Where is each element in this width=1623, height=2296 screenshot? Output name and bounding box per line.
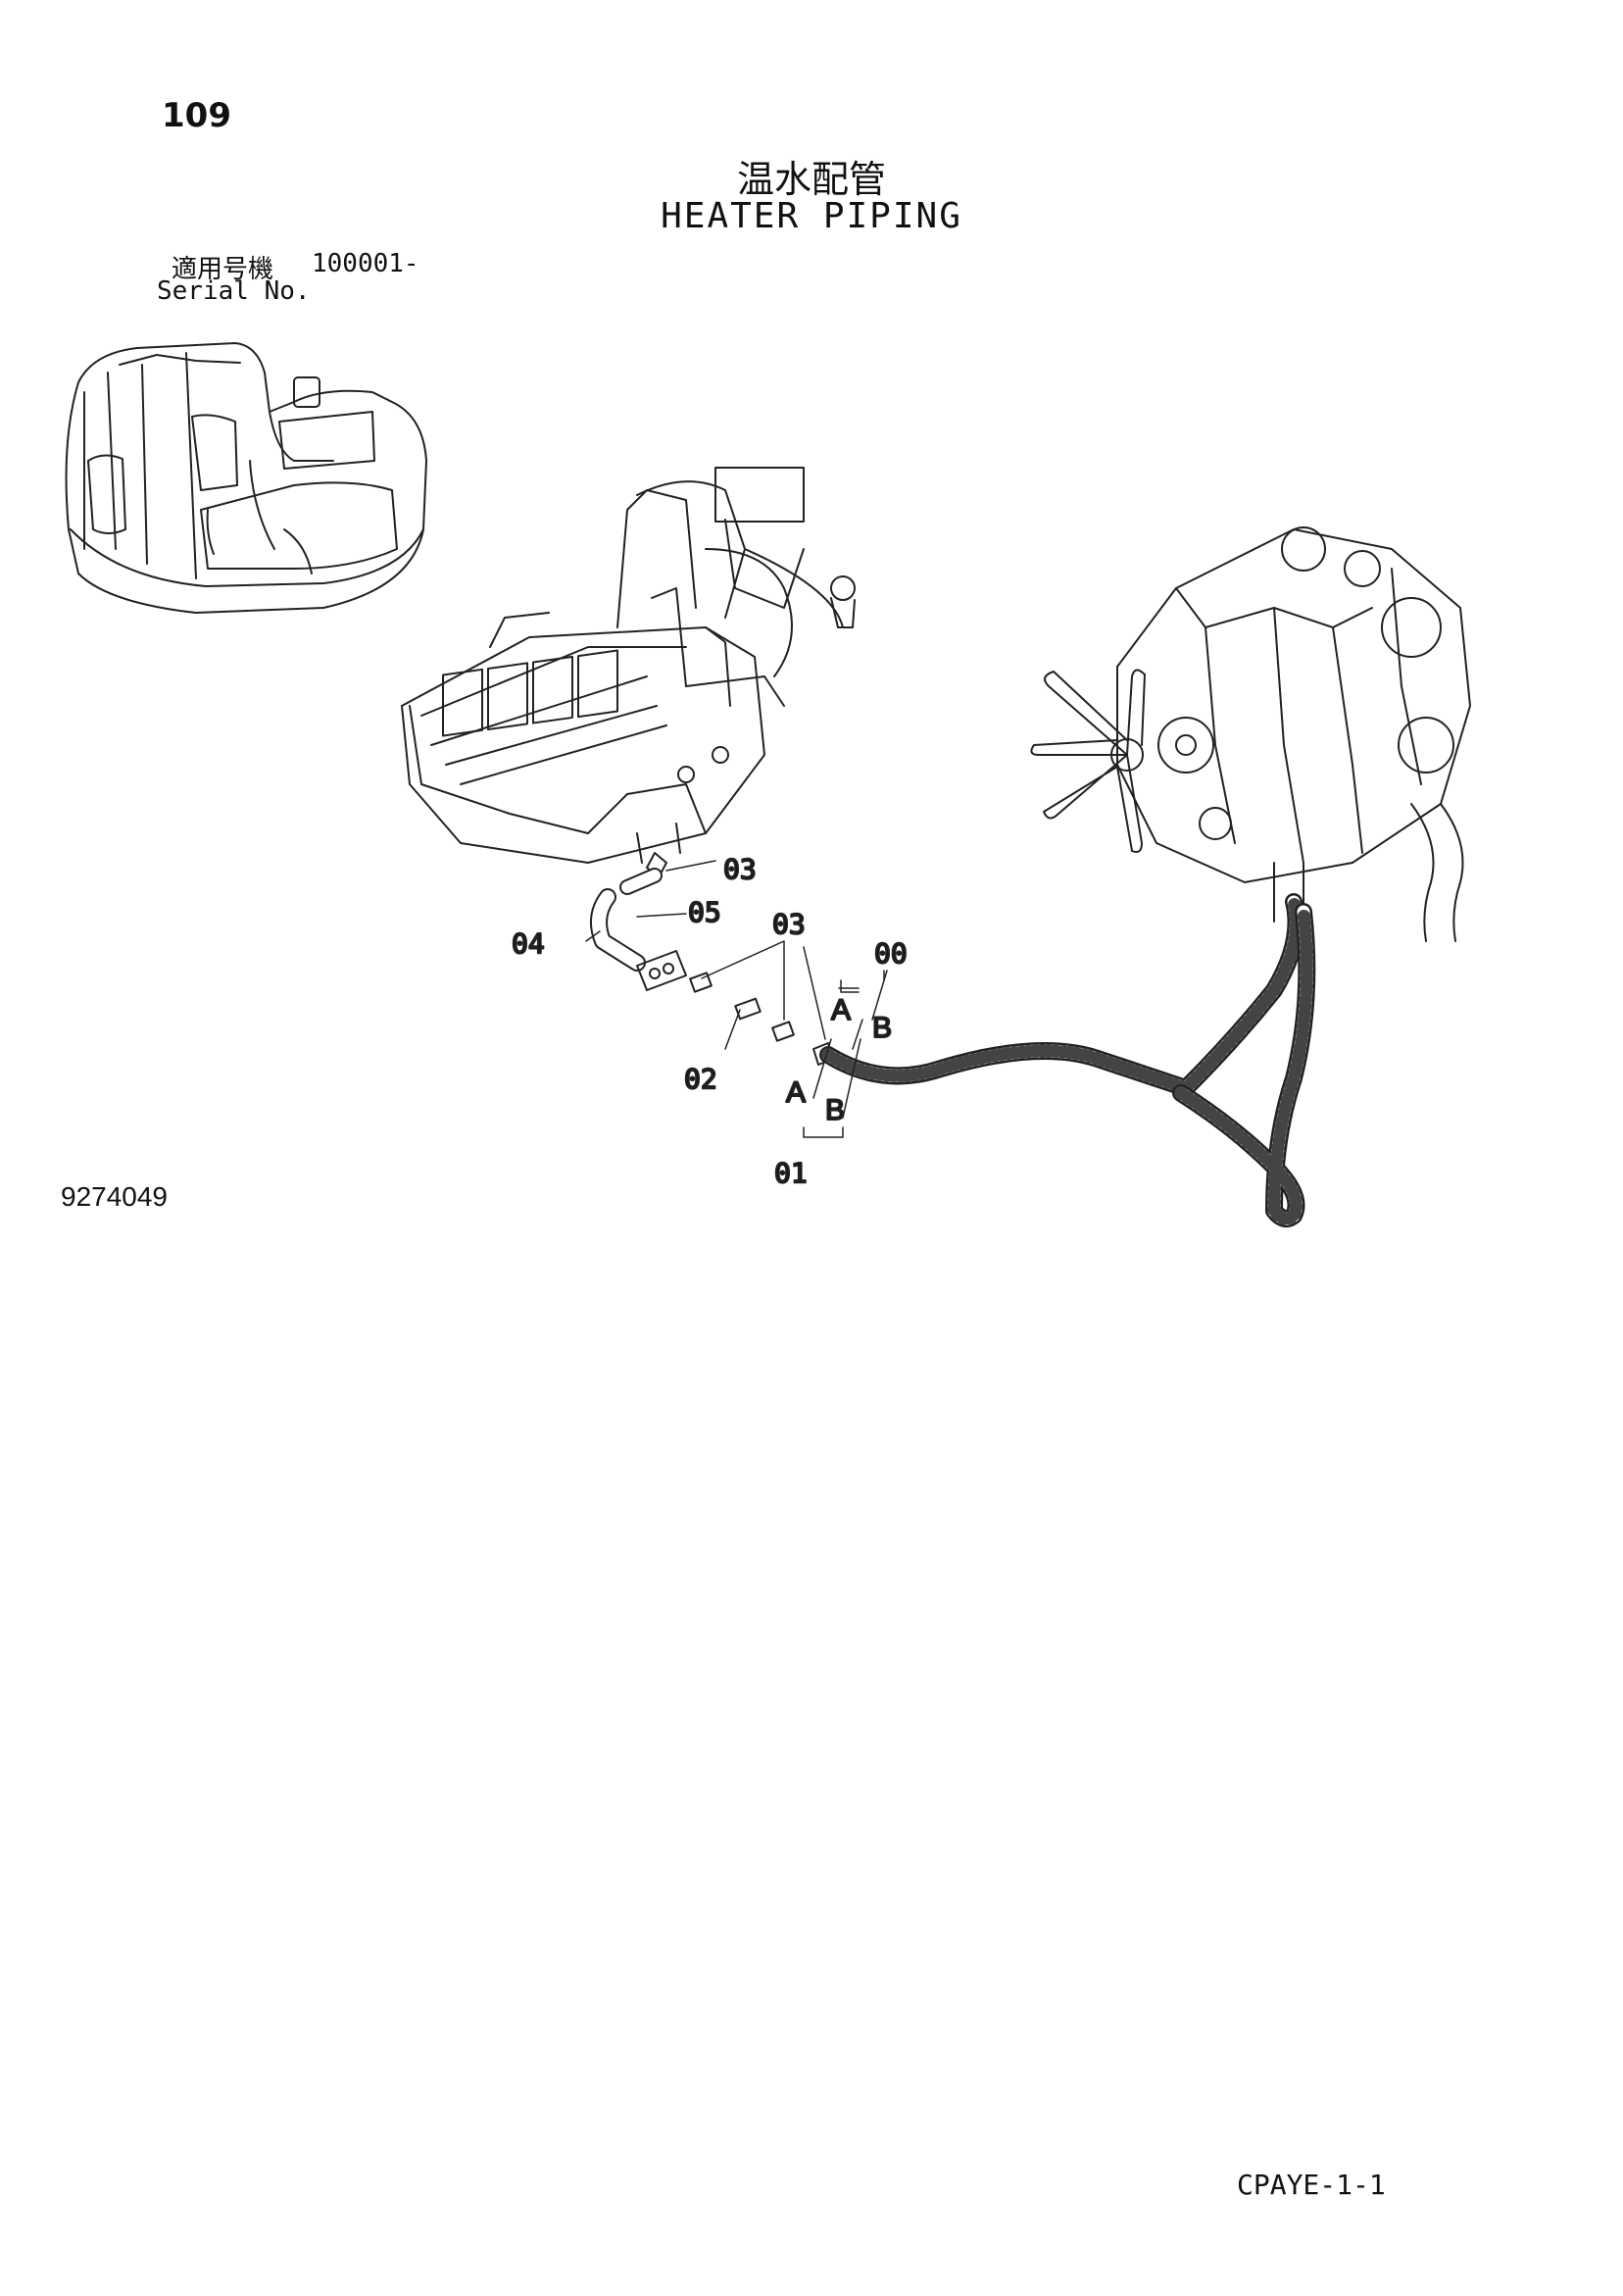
leader-lines [585, 860, 888, 1138]
callout-00: 00 [874, 937, 908, 970]
serial-label-japanese: 適用号機 [172, 255, 274, 284]
figure-number: 9274049 [61, 1181, 169, 1212]
serial-value: 100001- [312, 249, 419, 278]
heater-unit-drawing [401, 467, 856, 864]
page-number: 109 [162, 96, 231, 135]
serial-label-english: Serial No. [157, 276, 311, 306]
callout-01: 01 [774, 1157, 808, 1189]
callout-02: 02 [684, 1063, 717, 1095]
callout-03-top: 03 [723, 853, 757, 885]
callout-a-lower: A [786, 1076, 806, 1109]
callout-b-upper: B [872, 1012, 892, 1044]
title-english: HEATER PIPING [661, 196, 962, 236]
heater-hose-drawing [819, 893, 1316, 1227]
engine-fan-drawing [1030, 669, 1146, 853]
callout-b-lower: B [825, 1094, 845, 1126]
page-reference: CPAYE-1-1 [1237, 2169, 1386, 2201]
callout-03-mid: 03 [772, 908, 806, 940]
callout-04: 04 [512, 927, 545, 960]
callout-a-upper: A [831, 994, 851, 1026]
hose-parts-drawing [590, 852, 834, 1066]
engine-drawing [1030, 526, 1471, 942]
title-japanese: 温水配管 [736, 158, 886, 201]
callout-05: 05 [688, 896, 721, 928]
excavator-overview-drawing [65, 342, 427, 614]
